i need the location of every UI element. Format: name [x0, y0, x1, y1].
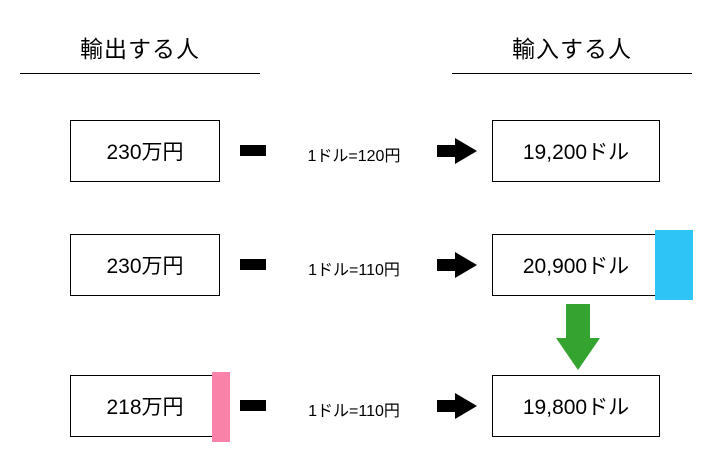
row1-left-amount-box: 230万円 [70, 120, 220, 182]
row2-equals-icon [240, 259, 266, 270]
row2-left-amount-box: 230万円 [70, 234, 220, 296]
row1-rate-label: 1ドル=120円 [307, 148, 401, 165]
row1-right-amount-box: 19,200ドル [492, 120, 660, 182]
row2-arrow-right-icon [437, 252, 477, 278]
row2-rate-label: 1ドル=110円 [308, 262, 400, 279]
header-importer: 輸入する人 [512, 36, 632, 62]
row1-equals-icon [240, 145, 266, 156]
header-exporter: 輸出する人 [80, 36, 200, 62]
row1-arrow-right-icon [437, 138, 477, 164]
row3-rate-label: 1ドル=110円 [308, 403, 400, 420]
row3-left-amount-box: 218万円 [70, 375, 220, 437]
pink-highlight-bar [212, 372, 230, 442]
row3-arrow-right-icon [437, 393, 477, 419]
row3-right-amount-box: 19,800ドル [492, 375, 660, 437]
green-down-arrow-icon [556, 304, 600, 370]
header-importer-underline [452, 73, 692, 74]
header-exporter-underline [20, 73, 260, 74]
row3-equals-icon [240, 400, 266, 411]
row2-right-amount-box: 20,900ドル [492, 234, 660, 296]
cyan-highlight-bar [655, 230, 693, 300]
